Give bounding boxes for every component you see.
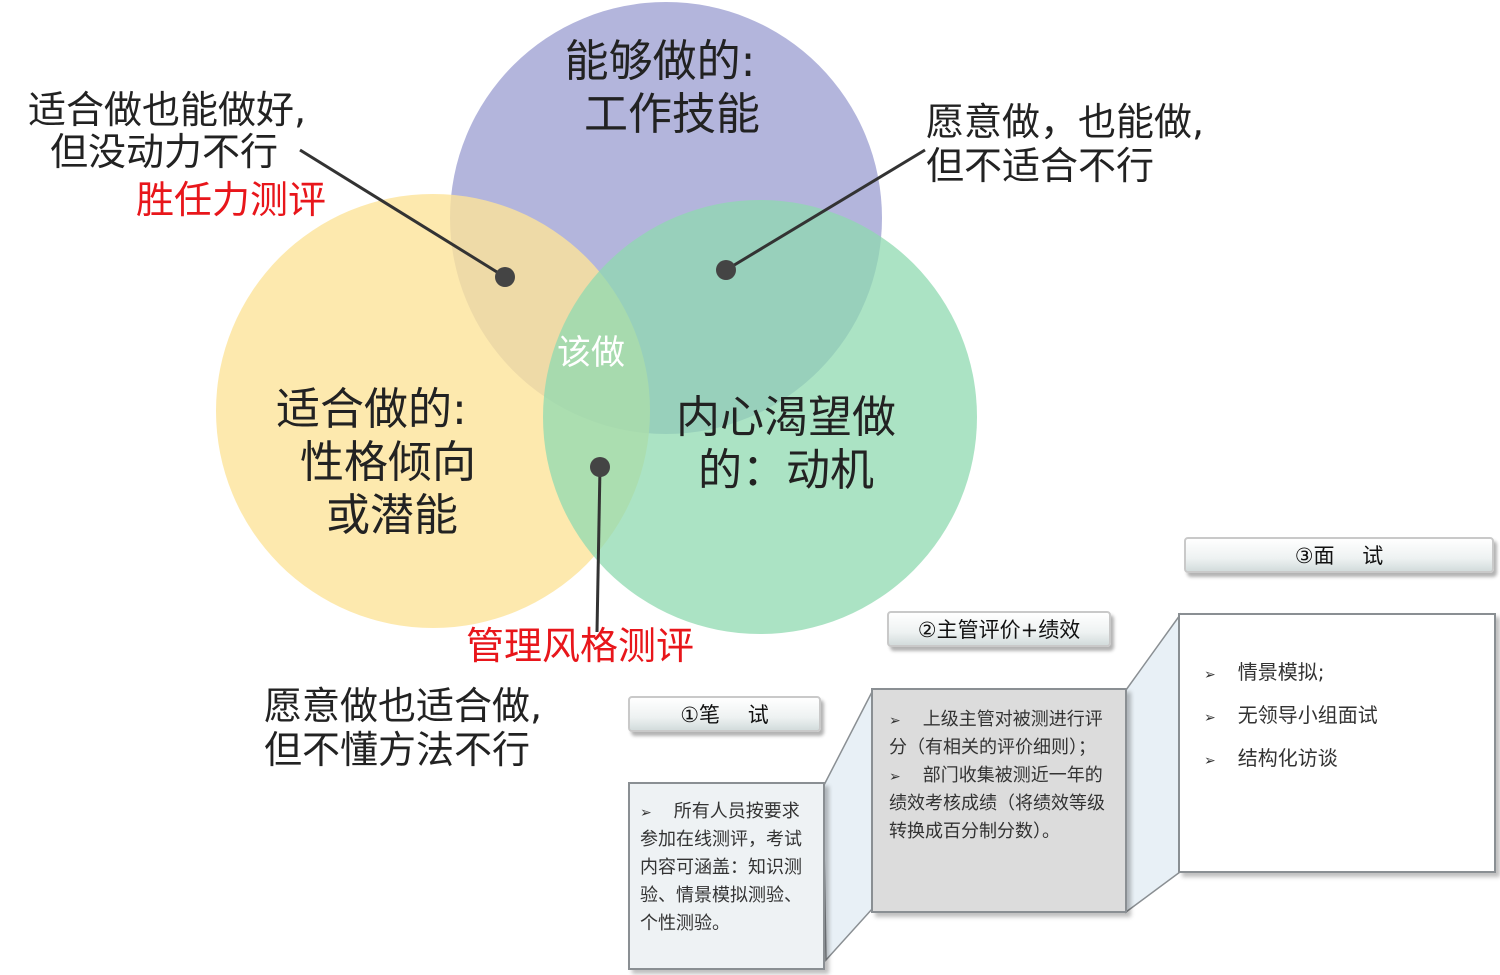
- annotation-top-right: 愿意做，也能做, 但不适合不行: [926, 100, 1204, 189]
- callout-line-top-right: [725, 148, 926, 272]
- top-circle-label: 能够做的: 工作技能: [560, 36, 760, 142]
- arrow-bullet-icon: ➢: [1204, 753, 1216, 769]
- annotation-bottom-line2: 但不懂方法不行: [264, 727, 531, 772]
- tab-written-test[interactable]: ①笔 试: [628, 696, 821, 732]
- callout-dot-top-left: [495, 267, 515, 287]
- top-circle-line2: 工作技能: [584, 88, 760, 140]
- competency-assessment-label: 胜任力测评: [136, 178, 327, 222]
- left-circle-line3: 或潜能: [326, 489, 458, 541]
- written-test-item-text: 所有人员按要求参加在线测评，考试内容可涵盖：知识测验、情景模拟测验、个性测验。: [640, 801, 802, 934]
- right-circle-line1: 内心渴望做: [676, 392, 896, 443]
- annotation-bottom-line1: 愿意做也适合做,: [264, 684, 543, 728]
- interview-methods-list: ➢ 情景模拟; ➢ 无领导小组面试 ➢ 结构化访谈: [1204, 657, 1480, 774]
- annotation-top-left: 适合做也能做好, 但没动力不行: [28, 88, 306, 175]
- supervisor-evaluation-item-1: ➢上级主管对被测进行评分（有相关的评价细则）；: [889, 706, 1111, 762]
- annotation-top-left-line1: 适合做也能做好,: [28, 88, 307, 132]
- right-circle-line2: 的：动机: [698, 444, 874, 496]
- written-test-item: ➢所有人员按要求参加在线测评，考试内容可涵盖：知识测验、情景模拟测验、个性测验。: [640, 798, 811, 937]
- connector-step2-step3: [1125, 612, 1181, 914]
- callout-line-top-left: [299, 148, 506, 279]
- annotation-top-left-line2: 但没动力不行: [50, 129, 279, 174]
- left-circle-line2: 性格倾向: [300, 436, 476, 488]
- annotation-bottom: 愿意做也适合做, 但不懂方法不行: [264, 684, 542, 773]
- management-style-assessment-label: 管理风格测评: [466, 624, 695, 668]
- arrow-bullet-icon: ➢: [640, 805, 652, 821]
- tab-interview[interactable]: ③面 试: [1184, 537, 1494, 573]
- left-circle-line1: 适合做的:: [276, 384, 467, 435]
- arrow-bullet-icon: ➢: [889, 768, 901, 785]
- venn-circle-motivation: [543, 200, 977, 634]
- interview-method-text: 情景模拟;: [1237, 660, 1325, 684]
- supervisor-evaluation-item-1-text: 上级主管对被测进行评分（有相关的评价细则）；: [889, 709, 1103, 758]
- interview-method-item: ➢ 结构化访谈: [1204, 743, 1480, 774]
- interview-method-item: ➢ 无领导小组面试: [1204, 700, 1480, 731]
- interview-method-text: 无领导小组面试: [1237, 703, 1378, 727]
- arrow-bullet-icon: ➢: [1204, 667, 1216, 683]
- card-supervisor-evaluation: ➢上级主管对被测进行评分（有相关的评价细则）； ➢部门收集被测近一年的绩效考核成…: [871, 688, 1127, 913]
- supervisor-evaluation-item-2: ➢部门收集被测近一年的绩效考核成绩（将绩效等级转换成百分制分数）。: [889, 762, 1111, 846]
- annotation-top-right-line2: 但不适合不行: [926, 143, 1155, 188]
- callout-line-bottom: [595, 466, 602, 633]
- supervisor-evaluation-item-2-text: 部门收集被测近一年的绩效考核成绩（将绩效等级转换成百分制分数）。: [889, 764, 1105, 842]
- venn-circle-personality: [216, 194, 650, 628]
- interview-method-item: ➢ 情景模拟;: [1204, 657, 1480, 688]
- arrow-bullet-icon: ➢: [1204, 710, 1216, 726]
- callout-dot-top-right: [716, 260, 736, 280]
- callout-dot-bottom: [590, 457, 610, 477]
- venn-center-label: 该做: [557, 333, 625, 373]
- card-written-test: ➢所有人员按要求参加在线测评，考试内容可涵盖：知识测验、情景模拟测验、个性测验。: [628, 782, 825, 970]
- annotation-top-right-line1: 愿意做，也能做,: [926, 100, 1205, 144]
- tab-supervisor-evaluation[interactable]: ②主管评价+绩效: [887, 611, 1111, 647]
- right-circle-label: 内心渴望做 的：动机: [676, 392, 896, 498]
- interview-method-text: 结构化访谈: [1237, 746, 1338, 770]
- arrow-bullet-icon: ➢: [889, 713, 901, 729]
- card-interview: ➢ 情景模拟; ➢ 无领导小组面试 ➢ 结构化访谈: [1178, 613, 1496, 873]
- left-circle-label: 适合做的: 性格倾向 或潜能: [276, 384, 476, 542]
- connector-step1-step2: [822, 689, 874, 962]
- top-circle-line1: 能够做的:: [564, 36, 756, 87]
